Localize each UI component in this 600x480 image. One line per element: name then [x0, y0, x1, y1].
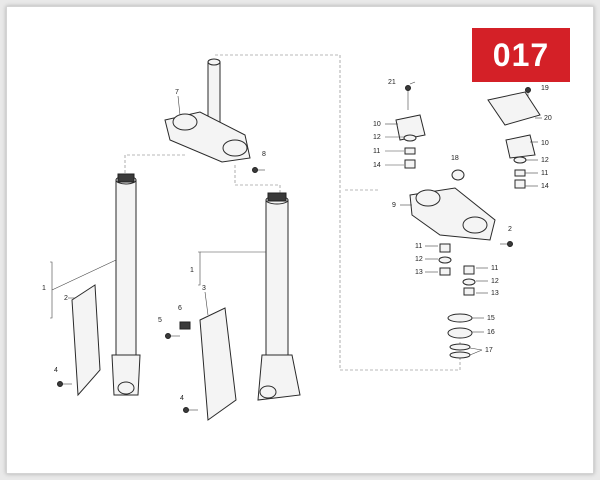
label-3: 3 [202, 285, 206, 292]
label-1: 1 [190, 267, 194, 274]
label-14: 14 [541, 183, 549, 190]
lower-triple-clamp [409, 187, 496, 241]
label-10: 10 [541, 140, 549, 147]
label-12: 12 [491, 278, 499, 285]
label-20: 20 [544, 115, 552, 122]
label-5: 5 [158, 317, 162, 324]
guard-clip [179, 321, 191, 330]
label-12: 12 [541, 157, 549, 164]
left-fork-guard [71, 284, 101, 397]
right-fork-guard [199, 307, 237, 421]
label-7: 7 [175, 89, 179, 96]
screws [57, 85, 531, 413]
label-12: 12 [415, 256, 423, 263]
lower-washers [438, 243, 476, 359]
label-17: 17 [485, 347, 493, 354]
label-9: 9 [392, 202, 396, 209]
label-11: 11 [415, 243, 422, 250]
label-8: 8 [262, 151, 266, 158]
label-21: 21 [388, 79, 396, 86]
washers-and-bushings [403, 134, 527, 189]
handlebar-clamps [395, 91, 541, 159]
label-18: 18 [451, 155, 459, 162]
diagram-frame [6, 6, 594, 474]
upper-triple-clamp [164, 58, 251, 163]
left-fork-leg [111, 173, 141, 396]
part-labels: 1 2 4 1 3 5 6 4 7 8 21 10 12 11 14 19 20… [42, 79, 552, 402]
page-code-badge: 017 [472, 28, 570, 82]
label-4: 4 [180, 395, 184, 402]
label-6: 6 [178, 305, 182, 312]
label-19: 19 [541, 85, 549, 92]
right-fork-leg [257, 192, 301, 401]
label-11: 11 [491, 265, 498, 272]
label-11: 11 [373, 148, 380, 155]
leader-lines [50, 81, 542, 356]
label-14: 14 [373, 162, 381, 169]
label-12: 12 [373, 134, 381, 141]
dashed-connectors [124, 54, 461, 371]
label-2: 2 [508, 226, 512, 233]
label-1: 1 [42, 285, 46, 292]
label-16: 16 [487, 329, 495, 336]
label-2: 2 [64, 295, 68, 302]
label-13: 13 [415, 269, 423, 276]
label-15: 15 [487, 315, 495, 322]
label-11: 11 [541, 170, 548, 177]
label-13: 13 [491, 290, 499, 297]
label-4: 4 [54, 367, 58, 374]
label-10: 10 [373, 121, 381, 128]
